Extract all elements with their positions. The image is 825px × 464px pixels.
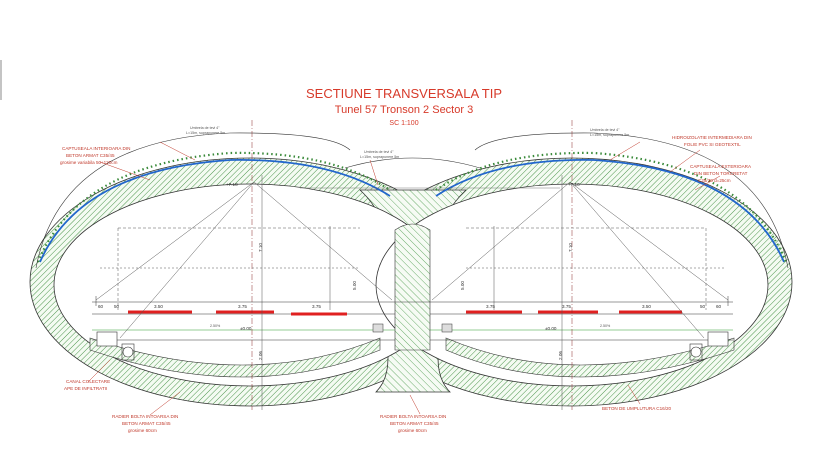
svg-text:±0.00: ±0.00 bbox=[545, 326, 557, 331]
note-fill-concrete: BETON DE UMPLUTURA C16/20 bbox=[602, 406, 672, 411]
svg-text:3.75: 3.75 bbox=[312, 304, 321, 309]
svg-text:50: 50 bbox=[700, 304, 706, 309]
svg-text:60: 60 bbox=[716, 304, 722, 309]
note-umbrella-center: Umbrela de tevi 4" bbox=[364, 150, 394, 154]
note-exterior-lining: CAPTUSEALA EXTERIOARA bbox=[690, 164, 752, 169]
svg-text:5.00: 5.00 bbox=[460, 281, 465, 290]
note-invert-left: RADIER BOLTA INTOARSA DIN bbox=[112, 414, 178, 419]
svg-text:BETON ARMAT C35/45: BETON ARMAT C35/45 bbox=[390, 421, 439, 426]
svg-text:±0.00: ±0.00 bbox=[240, 326, 252, 331]
svg-text:BETON ARMAT C35/45: BETON ARMAT C35/45 bbox=[122, 421, 171, 426]
title-line-1: SECTIUNE TRANSVERSALA TIP bbox=[306, 86, 502, 101]
svg-text:APE DE INFILTRATII: APE DE INFILTRATII bbox=[64, 386, 107, 391]
svg-text:2.50%: 2.50% bbox=[600, 324, 611, 328]
svg-text:L=15m, suprapunere 5m: L=15m, suprapunere 5m bbox=[360, 155, 399, 159]
svg-text:50: 50 bbox=[114, 304, 120, 309]
svg-text:grosime 60cm: grosime 60cm bbox=[128, 428, 157, 433]
svg-text:L=15m, suprapunere 5m: L=15m, suprapunere 5m bbox=[186, 131, 225, 135]
svg-text:L=15m, suprapunere 5m: L=15m, suprapunere 5m bbox=[590, 133, 629, 137]
title-line-2: Tunel 57 Tronson 2 Sector 3 bbox=[335, 104, 473, 116]
title-scale: SC 1:100 bbox=[389, 120, 418, 127]
note-waterproofing: HIDROIZOLATIE INTERMEDIARA DIN bbox=[672, 135, 752, 140]
svg-text:grosime 60cm: grosime 60cm bbox=[398, 428, 427, 433]
umbrella-pipes bbox=[35, 132, 789, 269]
svg-text:2.06: 2.06 bbox=[558, 351, 563, 360]
note-umbrella-right: Umbrela de tevi 4" bbox=[590, 128, 620, 132]
note-umbrella-left: Umbrela de tevi 4" bbox=[190, 126, 220, 130]
note-drain-channel: CANAL COLECTARE bbox=[66, 379, 110, 384]
svg-text:3.75: 3.75 bbox=[562, 304, 571, 309]
invert-slabs bbox=[89, 337, 735, 378]
drain-channels bbox=[96, 323, 729, 361]
svg-text:7.10: 7.10 bbox=[258, 243, 263, 252]
svg-text:60: 60 bbox=[98, 304, 104, 309]
annotation-labels: CAPTUSEALA INTERIOARA DIN BETON ARMAT C3… bbox=[60, 126, 752, 433]
svg-text:2.06: 2.06 bbox=[258, 351, 263, 360]
svg-text:7.10: 7.10 bbox=[568, 243, 573, 252]
dimension-labels: +7.10 +7.10 ±0.00 ±0.00 7.10 7.10 2.06 2… bbox=[98, 182, 722, 360]
svg-text:+7.10: +7.10 bbox=[226, 182, 238, 187]
inner-cavities bbox=[53, 183, 769, 387]
svg-text:3.75: 3.75 bbox=[486, 304, 495, 309]
svg-text:3.50: 3.50 bbox=[154, 304, 163, 309]
dimension-line bbox=[92, 187, 733, 306]
svg-text:BETON ARMAT C35/45: BETON ARMAT C35/45 bbox=[66, 153, 115, 158]
svg-text:3.50: 3.50 bbox=[642, 304, 651, 309]
svg-text:3.75: 3.75 bbox=[238, 304, 247, 309]
svg-text:C25/30 d=25cm: C25/30 d=25cm bbox=[698, 178, 731, 183]
construction-lines bbox=[95, 120, 729, 410]
note-invert-center: RADIER BOLTA INTOARSA DIN bbox=[380, 414, 446, 419]
svg-text:FOLIE PVC SI GEOTEXTIL: FOLIE PVC SI GEOTEXTIL bbox=[684, 142, 741, 147]
note-interior-lining: CAPTUSEALA INTERIOARA DIN bbox=[62, 146, 130, 151]
svg-text:2.50%: 2.50% bbox=[210, 324, 221, 328]
svg-text:grosime variabila 50÷120cm: grosime variabila 50÷120cm bbox=[60, 160, 118, 165]
svg-text:DIN BETON TORCRETAT: DIN BETON TORCRETAT bbox=[694, 171, 748, 176]
road-lines bbox=[92, 313, 733, 341]
lane-markings bbox=[128, 310, 682, 316]
waterproofing-membrane bbox=[36, 151, 788, 263]
svg-text:+7.10: +7.10 bbox=[568, 182, 580, 187]
svg-text:5.00: 5.00 bbox=[352, 281, 357, 290]
callout-leaders bbox=[87, 141, 721, 416]
